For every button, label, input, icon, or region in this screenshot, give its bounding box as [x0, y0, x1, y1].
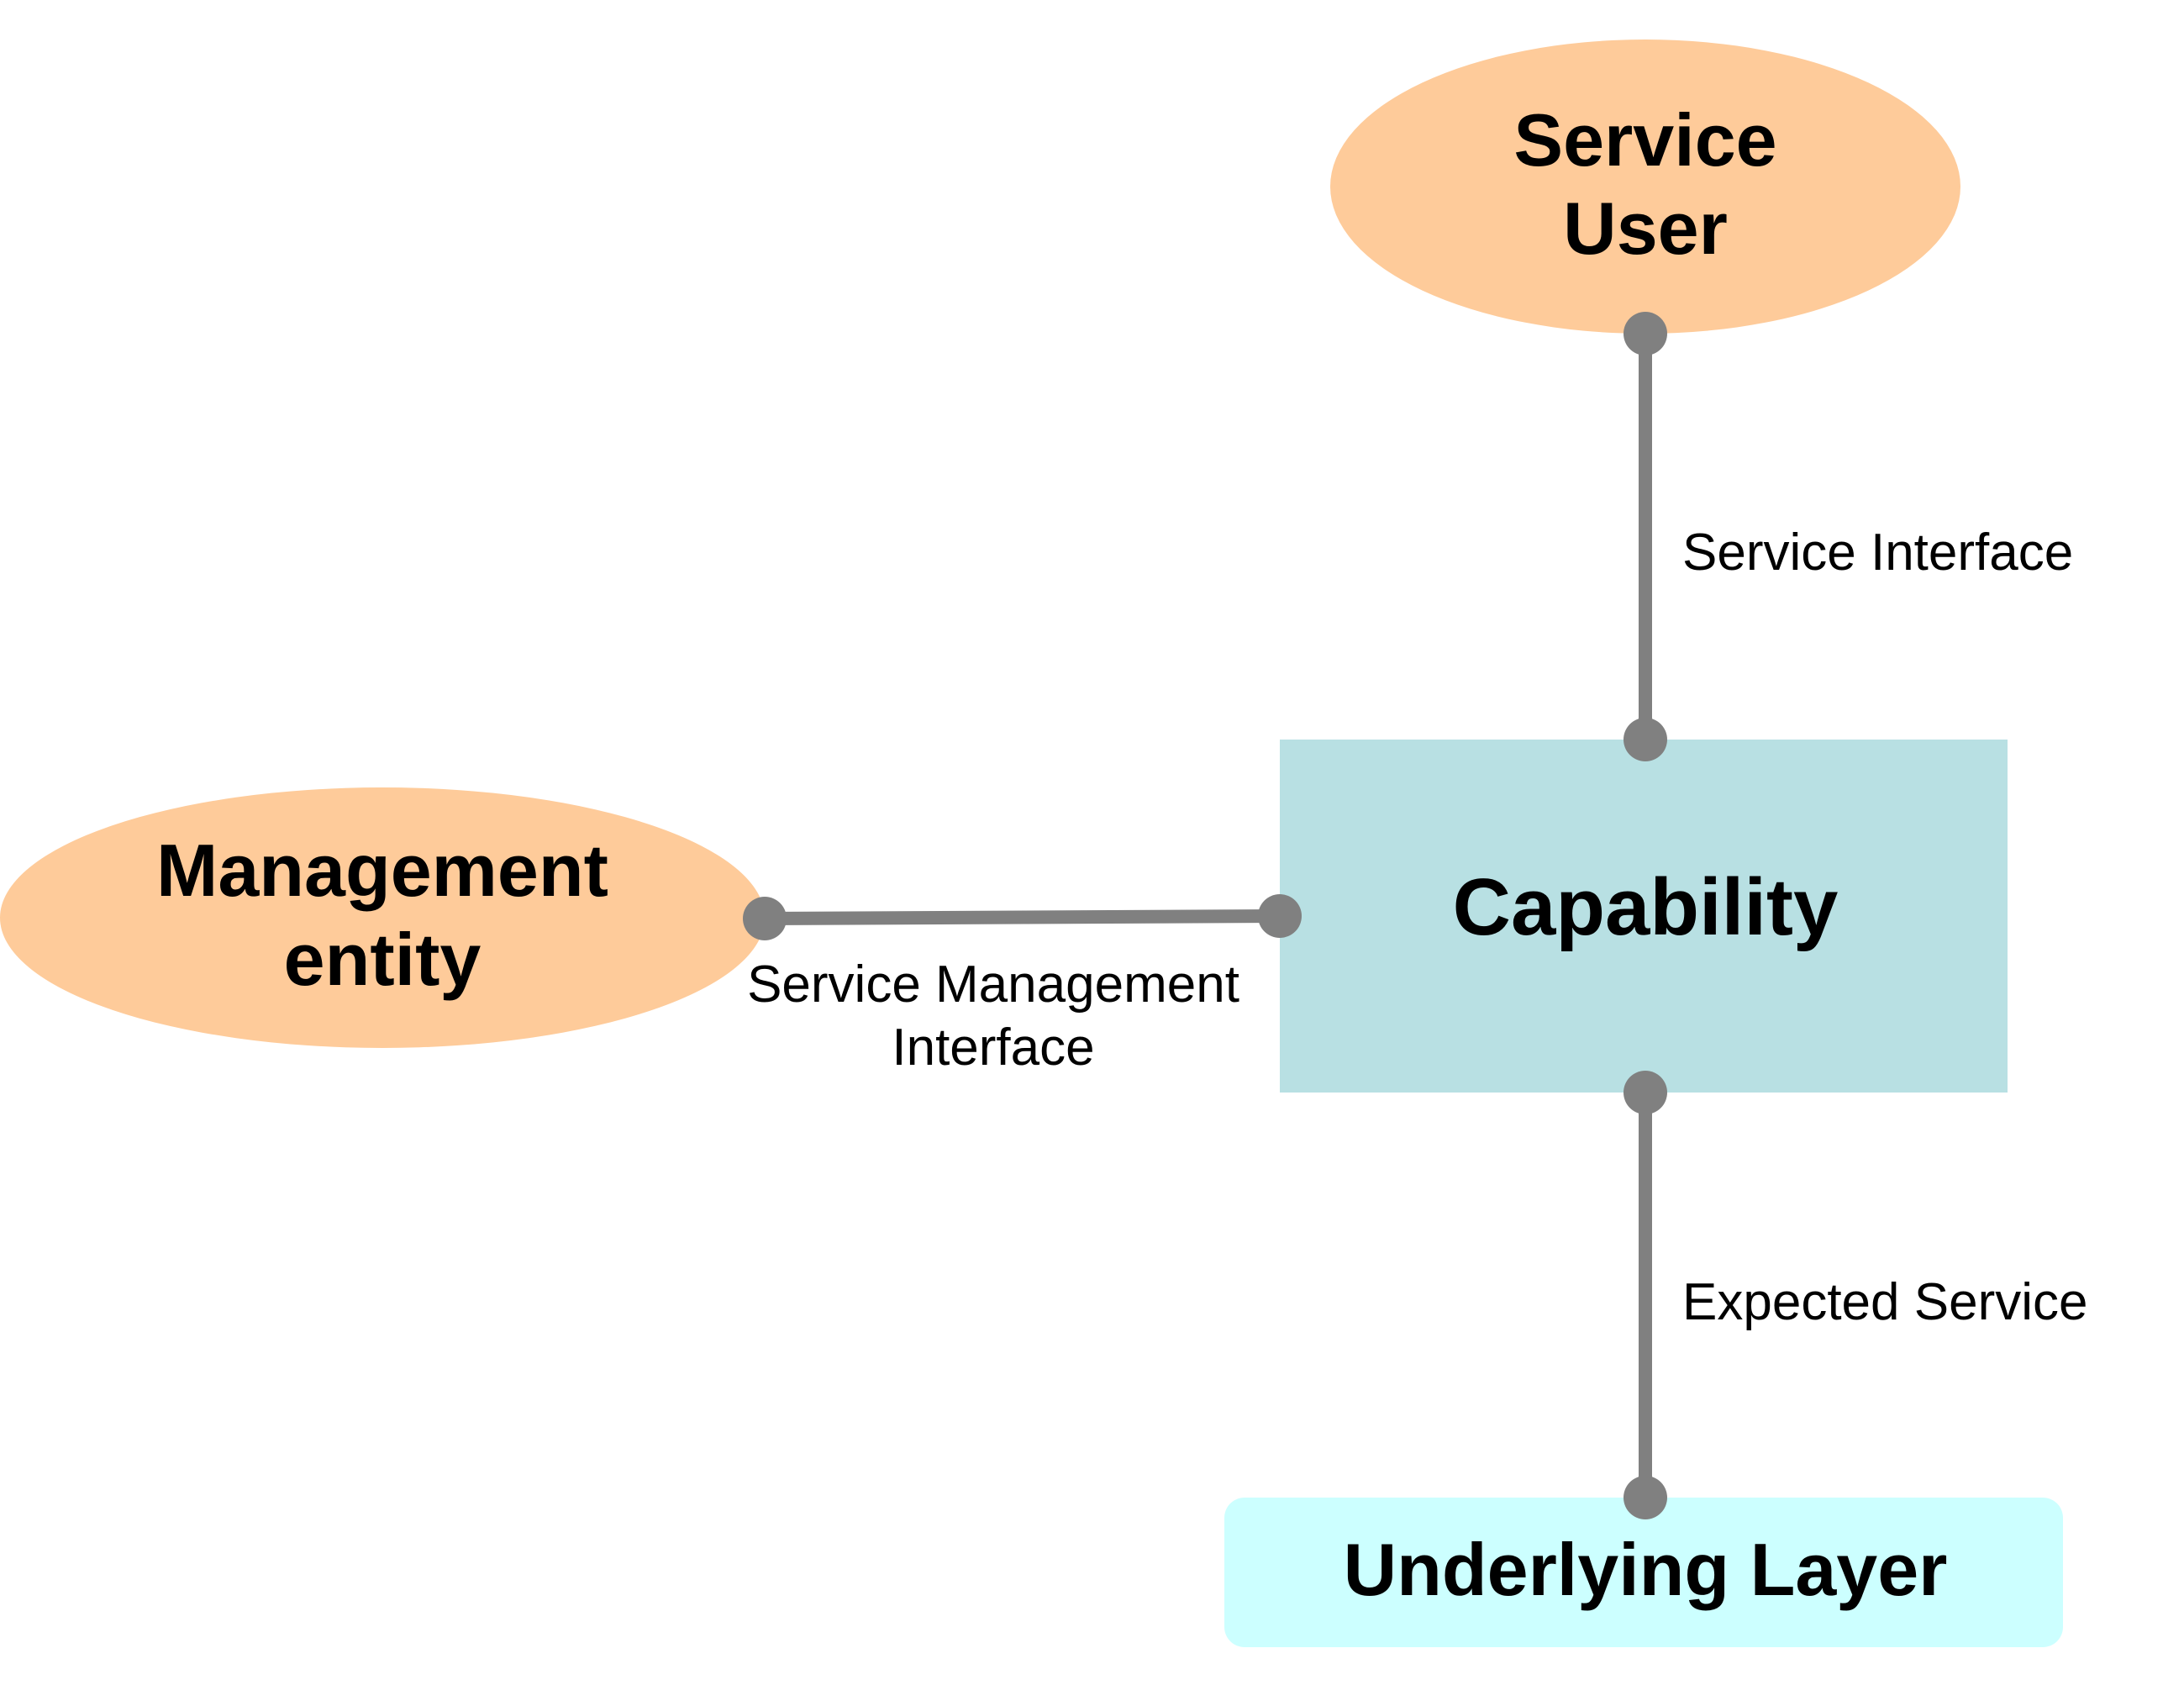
service-management-interface-label-line2: Interface	[892, 1019, 1094, 1077]
underlying-layer-endpoint	[1624, 1476, 1667, 1519]
management-entity-endpoint	[743, 897, 787, 940]
capability-bottom-endpoint	[1624, 1071, 1667, 1114]
service-management-interface-connector	[764, 909, 1281, 925]
connector-endpoints	[743, 312, 1667, 1519]
management-entity-node[interactable]: Management entity	[0, 787, 765, 1048]
service-user-ellipse	[1330, 39, 1960, 334]
service-interface-label: Service Interface	[1682, 524, 2073, 582]
underlying-layer-box	[1224, 1498, 2063, 1647]
capability-node[interactable]: Capability	[1280, 740, 2008, 1093]
service-management-interface-label-line1: Service Management	[747, 956, 1239, 1014]
service-user-label-line1: Service	[1513, 98, 1776, 182]
capability-left-endpoint	[1258, 894, 1302, 938]
management-entity-label-line2: entity	[284, 918, 482, 1001]
capability-box	[1280, 740, 2008, 1093]
management-entity-ellipse	[0, 787, 765, 1048]
service-user-node[interactable]: Service User	[1330, 39, 1960, 334]
service-user-label-line2: User	[1563, 187, 1728, 270]
management-entity-label-line1: Management	[156, 829, 608, 912]
connectors	[764, 334, 1652, 1498]
service-user-endpoint	[1624, 312, 1667, 355]
underlying-layer-label: Underlying Layer	[1344, 1528, 1948, 1611]
capability-label: Capability	[1453, 862, 1839, 952]
capability-top-endpoint	[1624, 718, 1667, 761]
expected-service-label: Expected Service	[1682, 1273, 2087, 1331]
underlying-layer-node[interactable]: Underlying Layer	[1224, 1498, 2063, 1647]
